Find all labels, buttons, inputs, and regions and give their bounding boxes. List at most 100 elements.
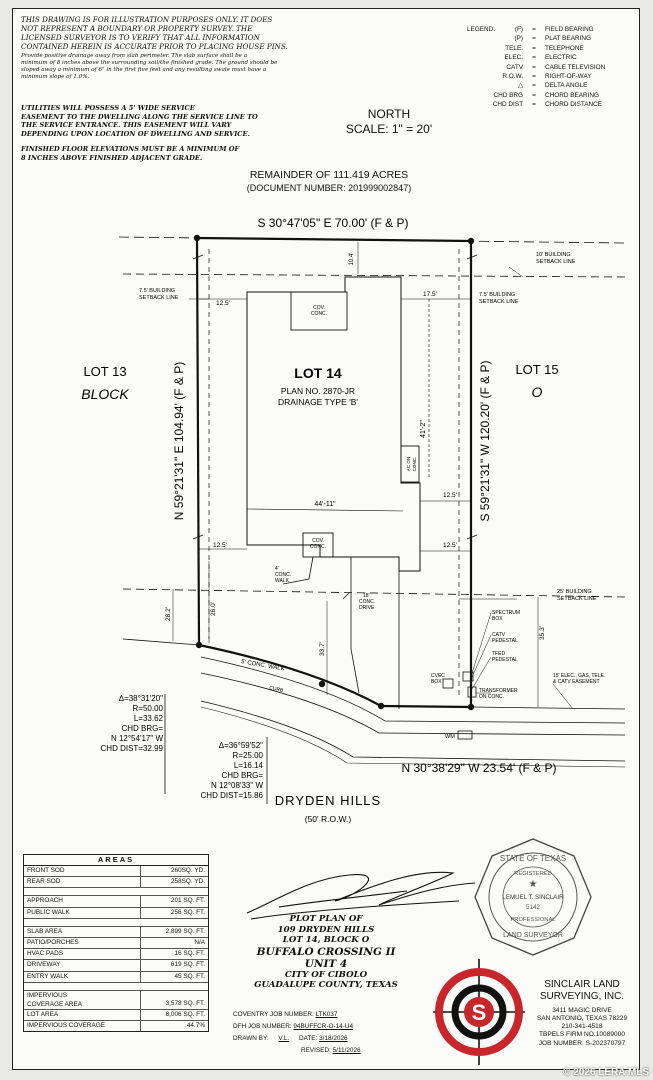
setback-line-front — [122, 588, 626, 598]
company-job-row: JOB NUMBER: S-202370797 — [523, 1039, 641, 1049]
curve1-data: Δ=38°31'20" R=50.00 L=33.62 CHD BRG= N 1… — [101, 694, 164, 753]
dim-text: 12.5' — [216, 300, 230, 307]
feature-label: PEDESTAL — [492, 657, 518, 663]
star-icon: ★ — [529, 879, 538, 890]
company-firm: TBPELS FIRM NO.10089000 — [538, 1031, 626, 1038]
feature-label: & CATV EASEMENT — [553, 679, 600, 685]
company-name: SINCLAIR LAND — [544, 979, 620, 990]
area-value: 260SQ. YD. — [171, 867, 205, 874]
legend-row: ELEC.=ELECTRIC — [461, 53, 641, 62]
dim-text: 12.5' — [443, 542, 457, 549]
company-logo: S — [433, 959, 525, 1065]
covered-porch-rear — [290, 291, 348, 331]
title-line: BUFFALO CROSSING II — [256, 945, 396, 958]
legend-abbr: ELEC. — [504, 54, 523, 62]
title-line: CITY OF CIBOLO — [284, 969, 368, 980]
setback-label: SETBACK LINE — [536, 259, 576, 265]
legend-eq: = — [532, 63, 536, 71]
feature-label: TFED — [492, 651, 505, 657]
job-value: LTK037 — [315, 1011, 338, 1018]
area-value: 619 SQ. FT. — [170, 961, 205, 969]
setback-label: SETBACK LINE — [139, 295, 179, 301]
legend-row: TELE.=TELEPHONE — [461, 44, 641, 53]
catv-pedestal-box — [462, 671, 474, 682]
area-key: ENTRY WALK — [24, 971, 141, 982]
feature-label: CONC. — [359, 599, 375, 605]
leader-line — [471, 656, 492, 690]
job-value: 94BUFFCR-O-14-U4 — [293, 1023, 354, 1030]
note-line: THIS DRAWING IS FOR ILLUSTRATION PURPOSE… — [21, 15, 273, 24]
table-spacer — [24, 919, 208, 927]
legend-abbr: (P) — [514, 35, 523, 43]
feature-label: COV. — [313, 305, 325, 311]
document-number: (DOCUMENT NUMBER: 201999002847) — [246, 183, 412, 193]
legend-eq: = — [532, 82, 536, 90]
setback-label: SETBACK LINE — [479, 299, 519, 305]
feature-label: BOX — [492, 616, 503, 622]
dfh-row: DFH JOB NUMBER: 94BUFFCR-O-14-U4 — [233, 1021, 433, 1033]
curve2-line: CHD DIST=15.86 — [201, 791, 264, 800]
lot-15-label: LOT 15 — [515, 362, 558, 377]
feature-label: 15' ELEC., GAS, TELE. — [553, 673, 605, 679]
legend-row: CHD DIST=CHORD DISTANCE — [461, 100, 641, 109]
title-line: 109 DRYDEN HILLS — [277, 924, 375, 935]
curve1-line: CHD DIST=32.99 — [101, 744, 164, 753]
feature-label: 18' — [363, 593, 370, 599]
setback-label: SETBACK LINE — [557, 596, 597, 602]
feature-label: COV. — [312, 538, 324, 544]
sidewalk-line — [200, 656, 626, 724]
legend-desc: PLAT BEARING — [545, 35, 591, 43]
curb-line — [200, 706, 626, 768]
leader-line — [471, 634, 492, 678]
logo-outer-ring — [435, 968, 523, 1056]
pin-marker — [467, 237, 475, 245]
surveyor-signature — [246, 871, 476, 920]
feature-label: CONC. — [412, 457, 417, 472]
lot-line-front — [380, 704, 472, 709]
dim-text: 35.3' — [539, 626, 546, 640]
legend-desc: CHORD BEARING — [545, 91, 599, 99]
seal-name: LEMUEL T. SINCLAIR — [502, 894, 564, 901]
title-line: UNIT 4 — [304, 957, 348, 970]
house-depth: 41'-2" — [420, 420, 427, 438]
company-address: SAN ANTONIO, TEXAS 78229 — [536, 1015, 628, 1022]
legend-eq: = — [532, 101, 536, 109]
floor-elevation-note: FINISHED FLOOR ELEVATIONS MUST BE A MINI… — [21, 145, 321, 162]
curve1-line: Δ=38°31'20" — [119, 694, 163, 703]
job-label: DFH JOB NUMBER: — [233, 1023, 292, 1030]
note-line: NOT REPRESENT A BOUNDARY OR PROPERTY SUR… — [21, 24, 253, 33]
seal-number: 5142 — [526, 904, 540, 911]
scale-label: SCALE: 1" = 20' — [345, 122, 433, 136]
seal-ring — [488, 852, 578, 942]
curve1-line: L=33.62 — [134, 714, 164, 723]
dim-text: 17.5' — [423, 291, 437, 298]
area-value: 8,006 SQ. FT. — [165, 1010, 205, 1018]
curve1-line: R=50.00 — [133, 704, 164, 713]
table-spacer — [24, 888, 208, 897]
seal-state: STATE OF TEXAS — [500, 854, 566, 863]
feature-label: 4' — [275, 566, 279, 572]
signature-stroke — [246, 871, 476, 920]
title-line: GUADALUPE COUNTY, TEXAS — [254, 980, 398, 991]
hash-mark — [192, 534, 204, 540]
north-arrow-block: NORTH SCALE: 1" = 20' — [319, 107, 459, 137]
company-name: SURVEYING, INC. — [539, 990, 625, 1002]
job-value: 5/11/2026 — [332, 1047, 361, 1054]
lot-line-top — [196, 236, 472, 243]
curve2-line: CHD BRG= — [221, 771, 263, 780]
area-key: LOT AREA — [24, 1009, 141, 1020]
legend-row: R.O.W.=RIGHT-OF-WAY — [461, 72, 641, 81]
dim-text: 10.4' — [349, 253, 355, 266]
feature-label: PEDESTAL — [492, 638, 518, 644]
dollar-icon: S — [472, 1000, 487, 1025]
feature-label: TRANSFORMER — [479, 688, 518, 694]
remainder-block: REMAINDER OF 111.419 ACRES (DOCUMENT NUM… — [209, 169, 449, 195]
seal-registered: REGISTERED — [514, 871, 552, 877]
note-line: EASEMENT TO THE DWELLING ALONG THE SERVI… — [21, 112, 258, 121]
curve1-line: CHD BRG= — [121, 724, 163, 733]
legend: LEGEND: (F)=FIELD BEARING (P)=PLAT BEARI… — [461, 25, 641, 110]
setback-label: 25' BUILDING — [557, 589, 592, 595]
